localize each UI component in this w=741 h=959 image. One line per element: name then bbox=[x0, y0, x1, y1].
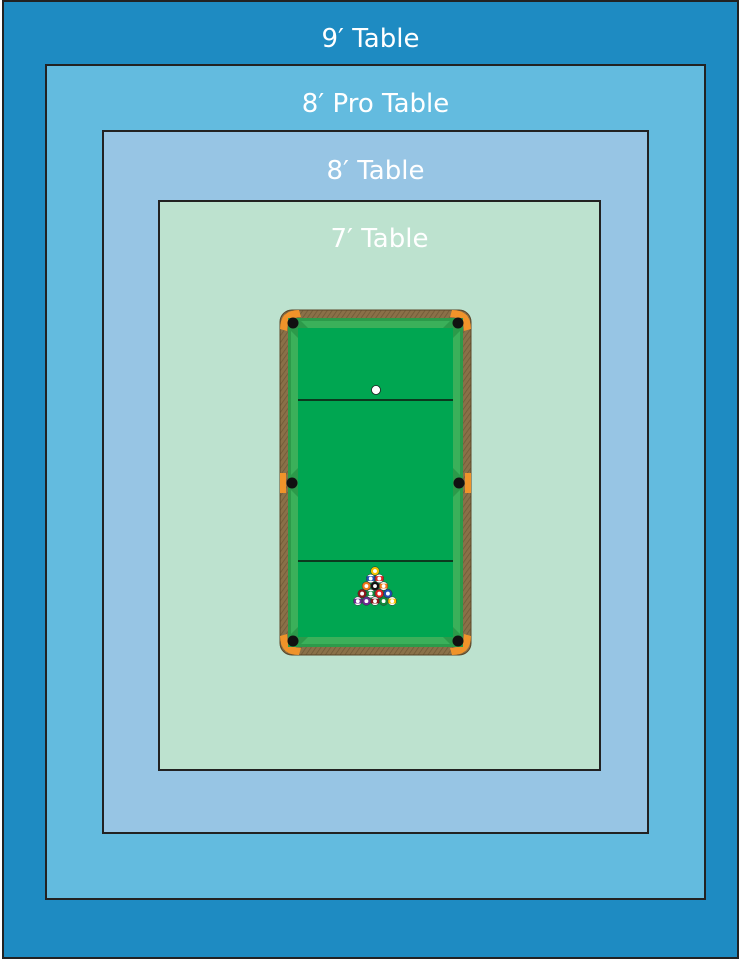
pocket-middle-left bbox=[287, 478, 298, 489]
table-8ft-pro-label: 8′ Pro Table bbox=[47, 91, 704, 117]
ball-4 bbox=[362, 597, 371, 606]
ball-8 bbox=[371, 582, 380, 591]
pocket-bottom-left bbox=[288, 636, 299, 647]
table-8ft-label: 8′ Table bbox=[104, 158, 647, 184]
pocket-bottom-right bbox=[453, 636, 464, 647]
side-highlight-left bbox=[280, 473, 286, 493]
side-highlight-right bbox=[465, 473, 471, 493]
ball-9 bbox=[388, 597, 397, 606]
table-7ft-label: 7′ Table bbox=[160, 226, 599, 252]
ball-11 bbox=[375, 574, 384, 583]
pool-table-illustration bbox=[279, 309, 472, 656]
ball-12 bbox=[354, 597, 363, 606]
ball-13 bbox=[379, 582, 388, 591]
cushion-bottom bbox=[301, 637, 450, 644]
pocket-top-right bbox=[453, 318, 464, 329]
ball-3 bbox=[375, 589, 384, 598]
cushion-left-lower bbox=[291, 490, 298, 634]
felt-surface bbox=[298, 328, 453, 637]
cushion-top bbox=[301, 321, 450, 328]
ball-1 bbox=[371, 567, 380, 576]
cushion-left-upper bbox=[291, 331, 298, 475]
ball-10 bbox=[366, 574, 375, 583]
pocket-middle-right bbox=[454, 478, 465, 489]
ball-15 bbox=[371, 597, 380, 606]
ball-2 bbox=[384, 589, 393, 598]
cushion-right-lower bbox=[453, 490, 460, 634]
table-9ft-label: 9′ Table bbox=[4, 26, 737, 52]
pocket-top-left bbox=[288, 318, 299, 329]
ball-6 bbox=[379, 597, 388, 606]
ball-14 bbox=[366, 589, 375, 598]
cushion-right-upper bbox=[453, 331, 460, 475]
cue-ball bbox=[372, 386, 381, 395]
ball-5 bbox=[362, 582, 371, 591]
ball-7 bbox=[358, 589, 367, 598]
